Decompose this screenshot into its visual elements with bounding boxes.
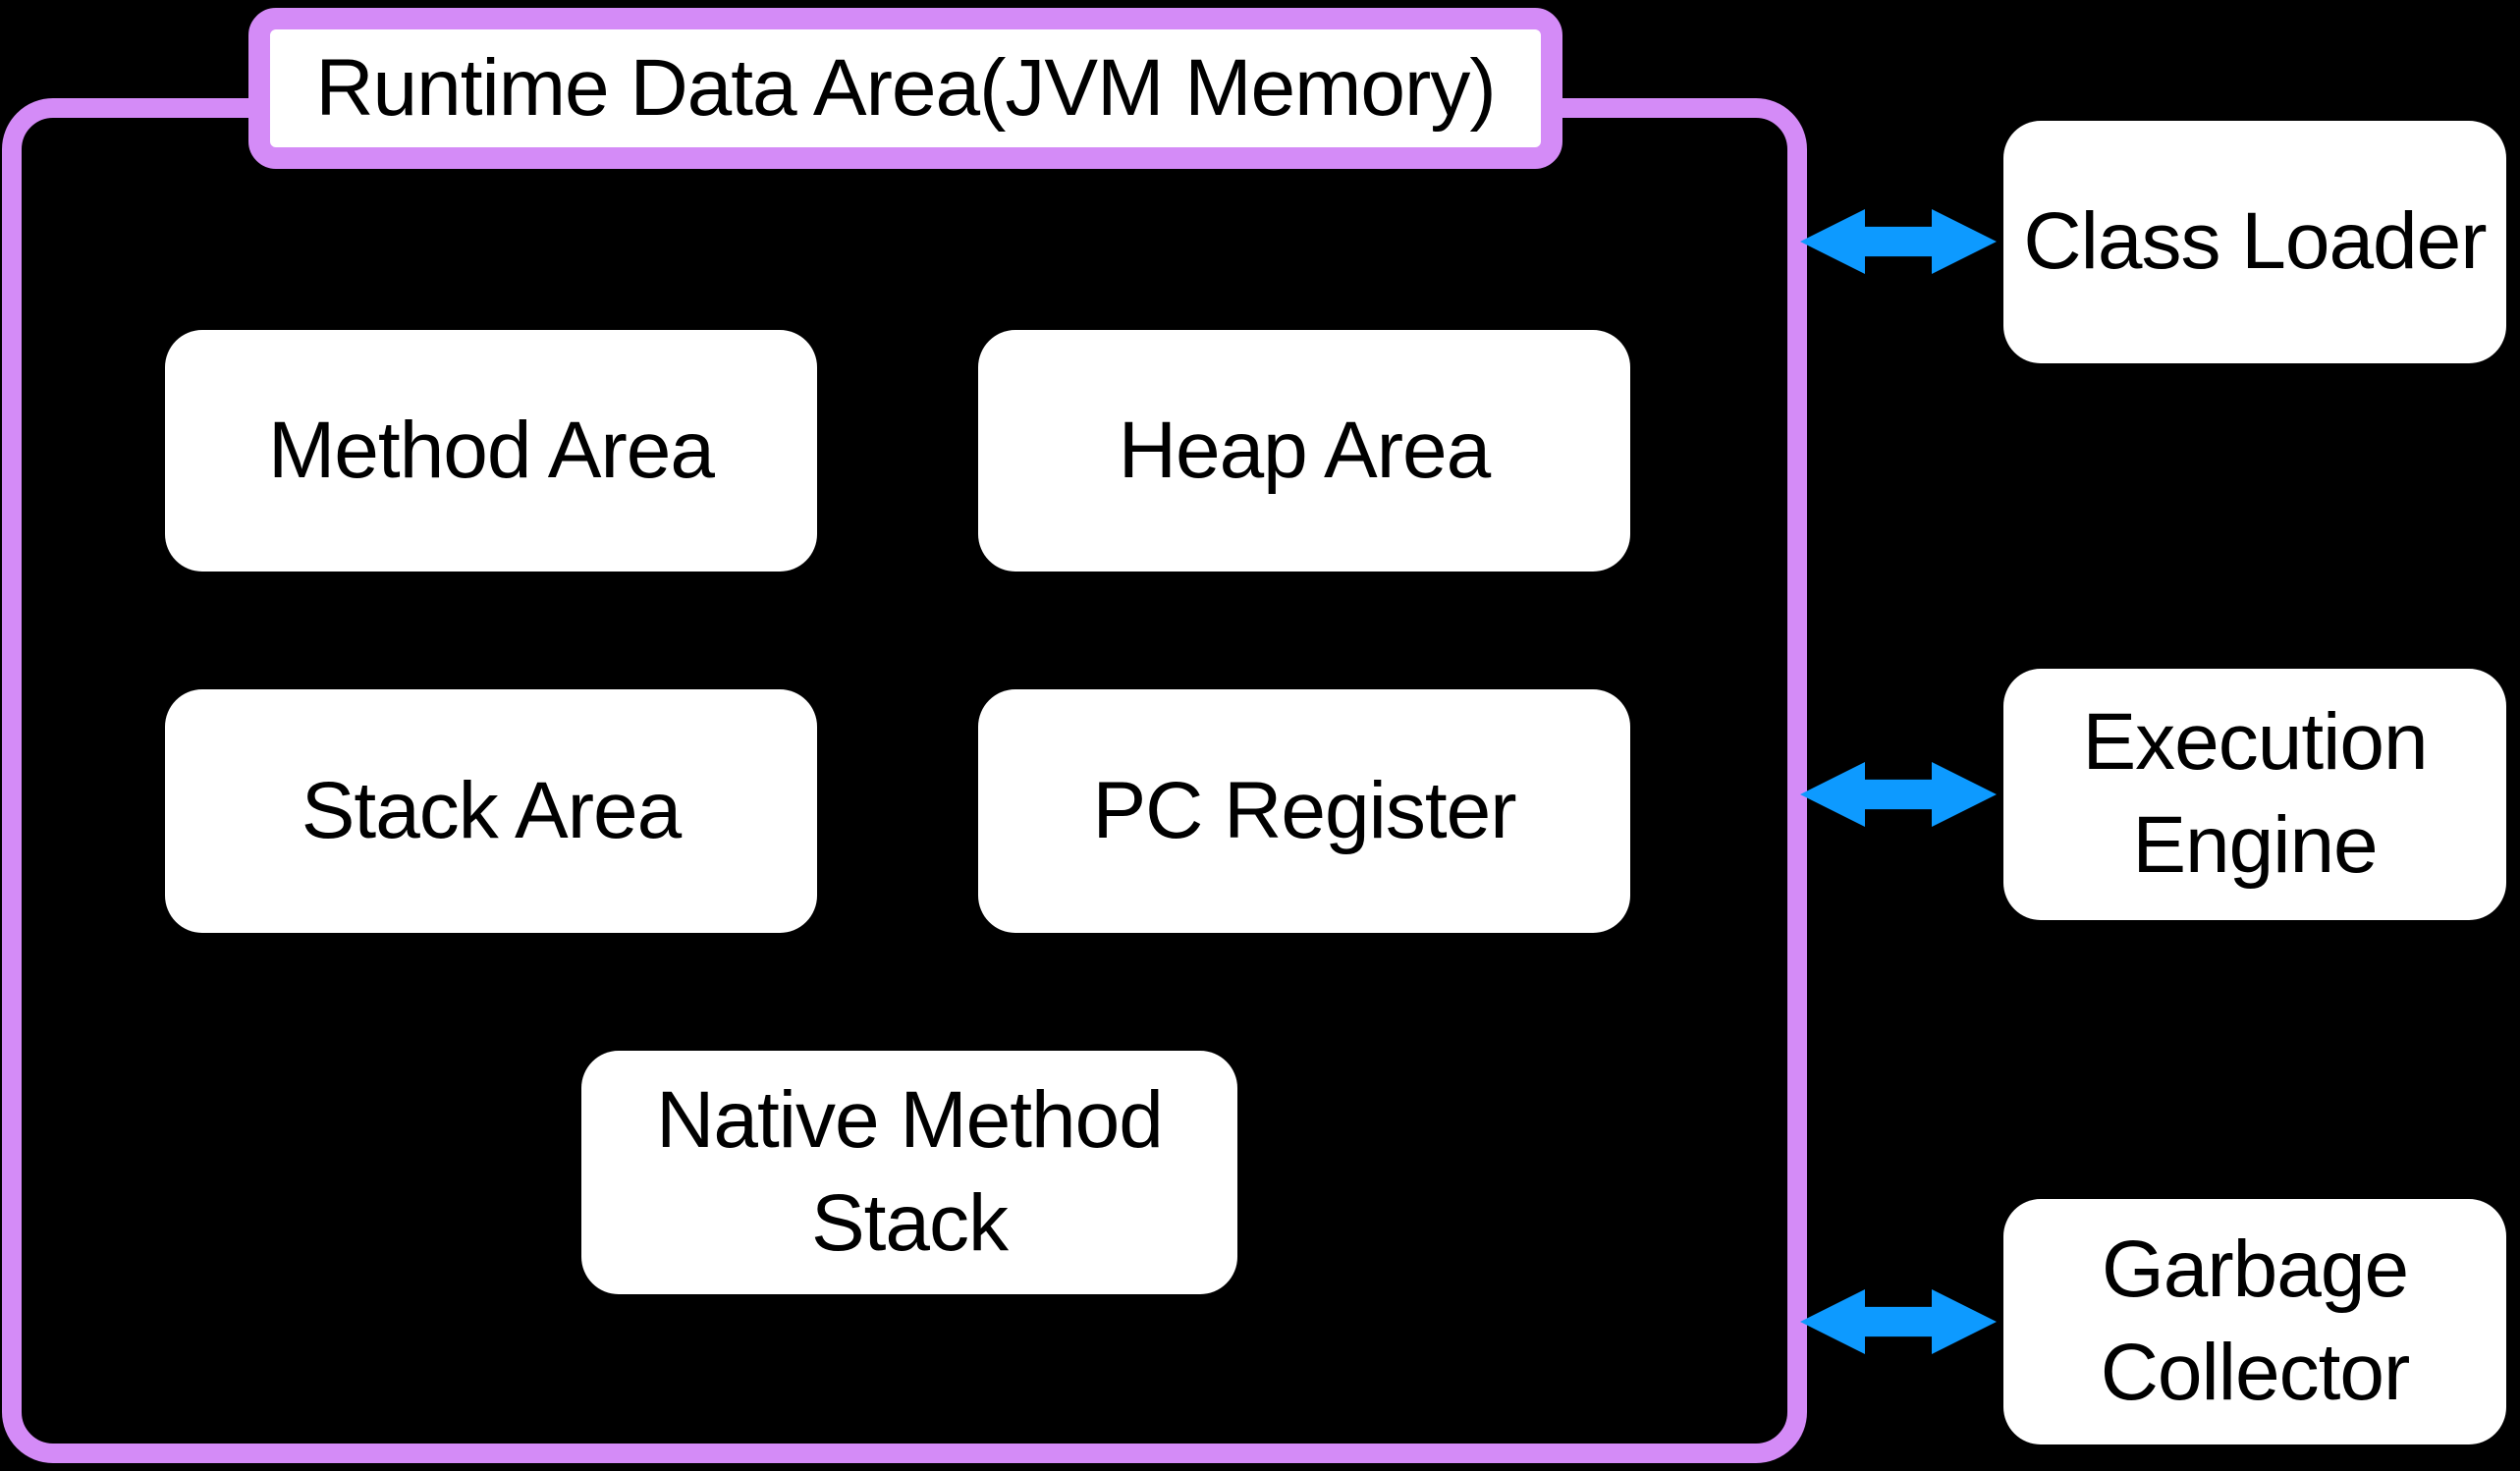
node-label: Stack Area xyxy=(301,765,683,855)
node-label-line: Execution xyxy=(2082,697,2428,788)
node-label: Method Area xyxy=(268,405,715,495)
node-pc-register: PC Register xyxy=(978,689,1630,933)
node-label-line: Garbage xyxy=(2101,1225,2409,1315)
node-label: Class Loader xyxy=(2023,196,2487,287)
node-label-line: Native Method xyxy=(656,1075,1164,1166)
node-stack-area: Stack Area xyxy=(165,689,817,933)
runtime-data-area-title-box: Runtime Data Area(JVM Memory) xyxy=(248,8,1562,169)
node-execution-engine: Execution Engine xyxy=(2003,669,2506,920)
bidirectional-arrow-execution-engine xyxy=(1800,762,1997,827)
bidirectional-arrow-garbage-collector xyxy=(1800,1289,1997,1354)
node-heap-area: Heap Area xyxy=(978,330,1630,572)
node-label-line: Stack xyxy=(810,1178,1009,1268)
node-label: Heap Area xyxy=(1118,405,1491,495)
node-native-method-stack: Native Method Stack xyxy=(581,1051,1237,1294)
node-label-line: Collector xyxy=(2100,1328,2411,1417)
node-method-area: Method Area xyxy=(165,330,817,572)
diagram-title: Runtime Data Area(JVM Memory) xyxy=(315,43,1496,133)
node-garbage-collector: Garbage Collector xyxy=(2003,1199,2506,1444)
node-label: PC Register xyxy=(1092,765,1516,855)
bidirectional-arrow-class-loader xyxy=(1800,209,1997,274)
node-class-loader: Class Loader xyxy=(2003,121,2506,363)
node-label-line: Engine xyxy=(2132,800,2378,890)
